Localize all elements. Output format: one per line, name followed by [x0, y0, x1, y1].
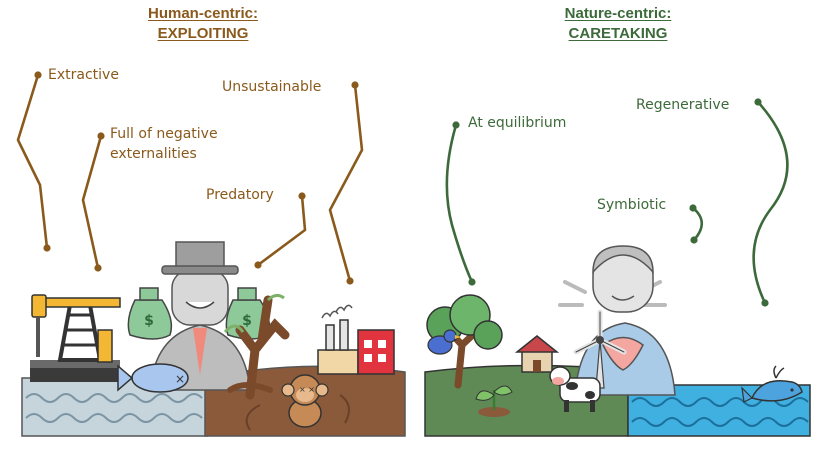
label-at-equilibrium: At equilibrium	[468, 115, 567, 131]
svg-text:$: $	[242, 313, 252, 329]
heading-right-line1: Nature-centric:	[564, 5, 672, 22]
label-symbiotic: Symbiotic	[597, 197, 667, 213]
house-icon	[514, 335, 560, 373]
connector-regenerative	[752, 100, 789, 305]
svg-text:×: ×	[175, 372, 185, 386]
connector-predatory	[256, 194, 307, 267]
label-extractive: Extractive	[48, 67, 119, 83]
wind-turbine-icon	[573, 309, 627, 389]
connector-extractive	[16, 73, 49, 250]
connector-unsustainable	[328, 83, 364, 283]
whale-icon	[741, 365, 803, 403]
fish-icon: ×	[117, 363, 189, 393]
heading-right-line2: CARETAKING	[568, 25, 668, 42]
label-negative-line1: Full of negative	[110, 126, 218, 142]
svg-text:$: $	[144, 313, 154, 329]
connector-negative-externalities	[81, 134, 103, 270]
svg-text:× ×: × ×	[299, 385, 315, 394]
factory-icon	[317, 304, 395, 375]
monkey-icon: × ×	[281, 374, 329, 428]
oil-pump-icon	[30, 294, 121, 382]
heading-left-line1: Human-centric:	[147, 5, 259, 22]
label-predatory: Predatory	[206, 187, 274, 203]
sprout-icon	[475, 385, 513, 417]
heading-left-line2: EXPLOITING	[157, 25, 249, 42]
connector-symbiotic	[691, 206, 704, 242]
label-negative-line2: externalities	[110, 146, 197, 162]
cow-icon	[549, 366, 601, 412]
label-unsustainable: Unsustainable	[222, 79, 322, 95]
connector-equilibrium	[445, 123, 474, 284]
heading-human-centric: Human-centric: EXPLOITING	[73, 4, 333, 44]
money-bag-icon: $ $	[127, 287, 271, 340]
heading-nature-centric: Nature-centric: CARETAKING	[488, 4, 748, 44]
dead-tree-icon	[223, 293, 290, 400]
label-regenerative: Regenerative	[636, 97, 730, 113]
bird-icon	[427, 329, 461, 355]
